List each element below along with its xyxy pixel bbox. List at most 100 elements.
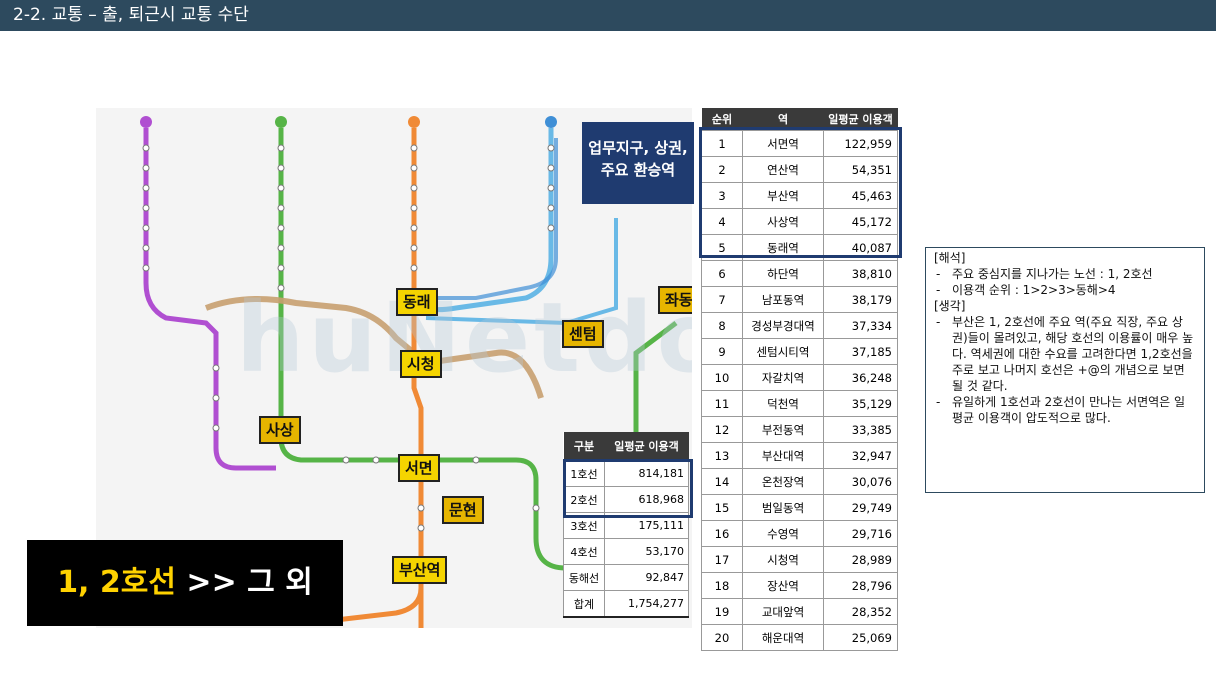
station-name-cell: 사상역 [742,208,824,235]
line-name: 4호선 [563,538,605,565]
thoughts-title: [생각] [934,299,966,313]
rank-cell: 16 [701,520,743,547]
table-header-row: 구분 일평균 이용객 [563,432,689,461]
rank-cell: 3 [701,182,743,209]
ridership-cell: 54,351 [823,156,898,183]
line-1 [411,128,424,628]
station-tag-seomyeon: 서면 [398,454,440,482]
business-district-callout: 업무지구, 상권, 주요 환승역 [582,122,694,204]
ridership-cell: 40,087 [823,234,898,261]
line-ridership: 618,968 [604,486,689,513]
station-name-cell: 경성부경대역 [742,312,824,339]
ridership-cell: 35,129 [823,390,898,417]
station-name-cell: 동래역 [742,234,824,261]
headline-rest: >> 그 외 [175,565,313,600]
station-name-cell: 하단역 [742,260,824,287]
page-title: 2-2. 교통 – 출, 퇴근시 교통 수단 [13,5,249,25]
table-header-row: 순위 역 일평균 이용객 [701,108,898,131]
rank-cell: 19 [701,598,743,625]
ridership-cell: 28,796 [823,572,898,599]
ridership-cell: 28,989 [823,546,898,573]
line-ridership: 1,754,277 [604,590,689,618]
headline-box: 1, 2호선 >> 그 외 [27,540,343,626]
station-tag-busan: 부산역 [392,556,448,584]
station-tag-munhyeon: 문현 [442,496,484,524]
ridership-cell: 32,947 [823,442,898,469]
column-header: 일평균 이용객 [823,108,898,131]
interpretation-list: 주요 중심지를 지나가는 노선 : 1, 2호선 이용객 순위 : 1>2>3>… [934,266,1196,298]
rank-cell: 2 [701,156,743,183]
subway-map-lines [140,116,678,628]
rank-cell: 14 [701,468,743,495]
column-header: 순위 [701,108,743,131]
ridership-cell: 25,069 [823,624,898,651]
rank-cell: 7 [701,286,743,313]
ridership-cell: 29,716 [823,520,898,547]
line-ridership: 175,111 [604,512,689,539]
ridership-cell: 38,179 [823,286,898,313]
ridership-cell: 28,352 [823,598,898,625]
rank-cell: 20 [701,624,743,651]
ridership-cell: 122,959 [823,130,898,157]
callout-line-1: 업무지구, 상권, [588,139,688,157]
rank-cell: 10 [701,364,743,391]
rank-cell: 15 [701,494,743,521]
page-header: 2-2. 교통 – 출, 퇴근시 교통 수단 [0,0,1216,31]
analysis-notes: [해석] 주요 중심지를 지나가는 노선 : 1, 2호선 이용객 순위 : 1… [925,247,1205,493]
line-4 [414,138,558,300]
ridership-cell: 37,334 [823,312,898,339]
station-name-cell: 부산역 [742,182,824,209]
interpretation-title: [해석] [934,251,966,265]
ridership-cell: 45,463 [823,182,898,209]
line-donghae-2 [425,218,618,326]
station-tag-sasang: 사상 [259,416,301,444]
rank-cell: 17 [701,546,743,573]
thoughts-list: 부산은 1, 2호선에 주요 역(주요 직장, 주요 상권)들이 몰려있고, 해… [934,314,1196,426]
station-tag-dongnae: 동래 [396,288,438,316]
station-tag-centum: 센텀 [562,320,604,348]
station-name-cell: 남포동역 [742,286,824,313]
list-item: 주요 중심지를 지나가는 노선 : 1, 2호선 [934,266,1196,282]
ridership-cell: 30,076 [823,468,898,495]
station-name-cell: 온천장역 [742,468,824,495]
list-item: 부산은 1, 2호선에 주요 역(주요 직장, 주요 상권)들이 몰려있고, 해… [934,314,1196,394]
line-name: 합계 [563,590,605,618]
station-name-cell: 시청역 [742,546,824,573]
line-3 [204,296,544,399]
station-tag-sicheong: 시청 [400,350,442,378]
line-ridership: 92,847 [604,564,689,591]
line-ridership: 814,181 [604,460,689,487]
station-name-cell: 범일동역 [742,494,824,521]
ridership-cell: 29,749 [823,494,898,521]
rank-cell: 11 [701,390,743,417]
line-donghae [414,128,554,313]
rank-cell: 4 [701,208,743,235]
list-item: 유일하게 1호선과 2호선이 만나는 서면역은 일평균 이용객이 압도적으로 많… [934,394,1196,426]
column-header: 구분 [563,432,605,461]
line-name: 3호선 [563,512,605,539]
station-name-cell: 수영역 [742,520,824,547]
line-name: 동해선 [563,564,605,591]
station-name-cell: 교대앞역 [742,598,824,625]
list-item: 이용객 순위 : 1>2>3>동해>4 [934,282,1196,298]
